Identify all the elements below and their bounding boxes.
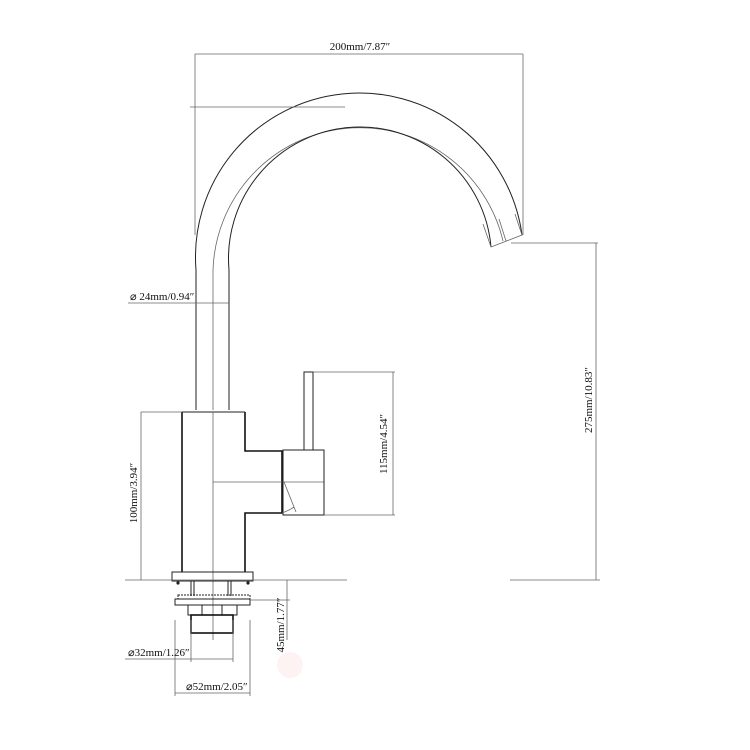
faucet-body bbox=[181, 411, 324, 640]
label-spout-height: 275mm/10.83″ bbox=[583, 367, 595, 433]
label-body-height: 100mm/3.94″ bbox=[128, 463, 140, 524]
label-base-diameter: ⌀52mm/2.05″ bbox=[186, 681, 248, 693]
label-pipe-diameter: ⌀ 24mm/0.94″ bbox=[130, 291, 194, 303]
mounting-hardware bbox=[171, 571, 254, 634]
handle bbox=[281, 371, 325, 516]
label-shank-diameter: ⌀32mm/1.26″ bbox=[128, 647, 190, 659]
dimension-lines bbox=[125, 53, 600, 696]
spout bbox=[195, 92, 523, 410]
label-spout-reach: 200mm/7.87″ bbox=[330, 41, 391, 53]
label-handle-height: 115mm/4.54″ bbox=[378, 414, 390, 474]
stray-mark bbox=[277, 652, 303, 678]
label-shank-length: 45mm/1.77″ bbox=[275, 598, 287, 653]
